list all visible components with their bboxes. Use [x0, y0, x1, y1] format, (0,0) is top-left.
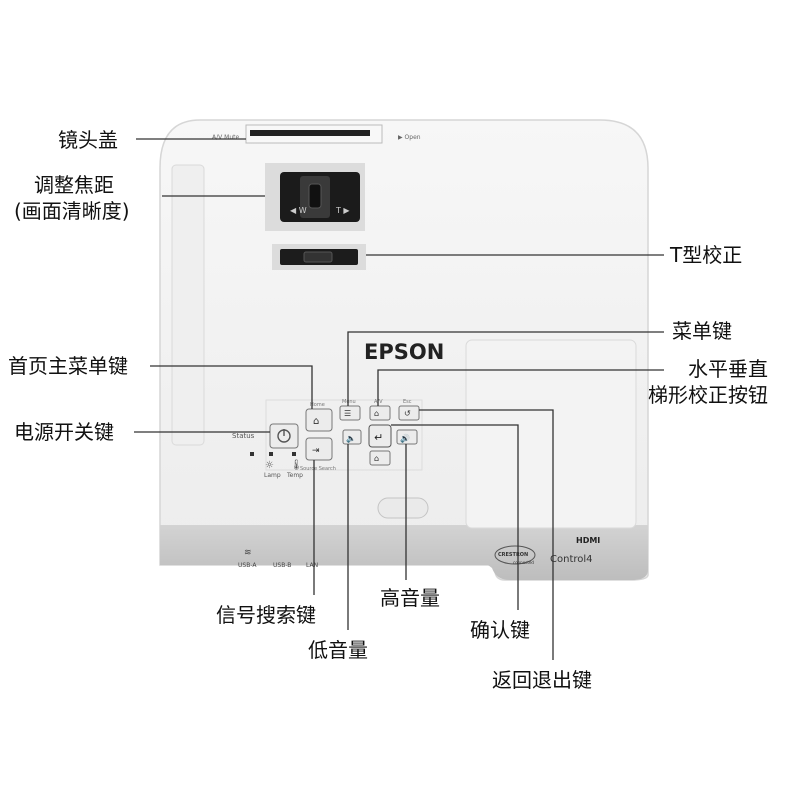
lamp-icon: ☼ [265, 460, 274, 471]
volume-up-button[interactable] [396, 429, 418, 445]
callout-source-search-key: 信号搜索键 [216, 603, 316, 627]
focus-t-label: T ▶ [335, 206, 350, 215]
volume-up-icon: 🔊 [400, 433, 410, 443]
leader-enter [391, 424, 519, 610]
leader-hv-keystone [377, 369, 664, 406]
control4-logo: Control4 [550, 554, 593, 565]
status-light [250, 452, 254, 456]
leader-lines [134, 138, 664, 660]
lens-cover-slider[interactable] [250, 130, 370, 136]
esc-button[interactable] [398, 405, 420, 421]
home-button[interactable] [305, 408, 333, 432]
callout-hv-keystone-line2: 梯形校正按钮 [648, 383, 768, 407]
home-label: Home [310, 402, 325, 408]
volume-down-button[interactable] [342, 429, 362, 445]
enter-icon: ↵ [374, 431, 383, 444]
menu-button[interactable] [339, 405, 361, 421]
bottom-band [160, 525, 648, 580]
callout-hv-keystone-line1: 水平垂直 [688, 357, 768, 381]
callout-focus-line2: (画面清晰度) [14, 199, 130, 223]
source-icon: ⇥ [312, 446, 320, 456]
crestron-logo [494, 545, 536, 565]
callout-lens-cover: 镜头盖 [58, 128, 118, 152]
callout-hv-keystone: 水平垂直 梯形校正按钮 [648, 356, 768, 408]
wifi-icon: ≋ [244, 548, 252, 558]
menu-label: Menu [342, 399, 356, 405]
av-mute-label: A/V Mute [212, 134, 239, 141]
lamp-label: Lamp [264, 472, 281, 479]
callout-menu-key: 菜单键 [672, 319, 732, 343]
focus-w-label: ◀ W [290, 206, 307, 215]
h-keystone-knob [303, 251, 333, 263]
keystone-down-button[interactable] [369, 450, 391, 466]
open-label: ▶ Open [398, 134, 421, 141]
callout-focus: 调整焦距 (画面清晰度) [14, 172, 130, 224]
callout-enter-key: 确认键 [470, 618, 530, 642]
crestron-sub: connected [513, 560, 534, 565]
callout-focus-line1: 调整焦距 [34, 173, 114, 197]
enter-button[interactable] [368, 424, 392, 448]
leader-menu [347, 331, 664, 406]
keystone-up-button[interactable] [369, 405, 391, 421]
keystone-up-icon: ⌂ [374, 409, 379, 418]
callout-power-key: 电源开关键 [14, 420, 114, 444]
callout-volume-up: 高音量 [380, 586, 440, 610]
lan-label: LAN [306, 562, 318, 569]
callout-keystone-t: T型校正 [670, 243, 743, 267]
crestron-label: CRESTRON [498, 552, 528, 558]
leader-esc [419, 409, 554, 660]
control-panel-frame [265, 399, 423, 471]
keystone-down-icon: ⌂ [374, 454, 379, 463]
temp-icon: 🌡 [290, 459, 303, 471]
volume-down-icon: 🔈 [346, 434, 356, 443]
source-search-button[interactable] [305, 437, 333, 461]
callout-volume-down: 低音量 [308, 638, 368, 662]
menu-icon: ☰ [344, 409, 351, 418]
epson-logo: EPSON [364, 340, 444, 364]
right-panel [465, 339, 637, 529]
esc-label: Esc [403, 399, 412, 405]
hdmi-logo: HDMI [576, 536, 600, 545]
temp-label: Temp [286, 472, 303, 479]
home-icon: ⌂ [313, 416, 319, 427]
status-label: Status [232, 432, 255, 440]
callout-esc-key: 返回退出键 [492, 668, 592, 692]
leader-home [150, 365, 313, 409]
focus-ring-lever [308, 183, 322, 209]
source-search-label: Source Search [300, 466, 336, 472]
lamp-light [269, 452, 273, 456]
esc-icon: ↺ [404, 409, 411, 418]
usb-b-label: USB-B [273, 562, 291, 569]
pill-indicator [377, 497, 429, 519]
callout-home-menu-key: 首页主菜单键 [8, 354, 128, 378]
temp-light [292, 452, 296, 456]
left-panel [171, 164, 205, 446]
usb-a-label: USB-A [238, 562, 257, 569]
